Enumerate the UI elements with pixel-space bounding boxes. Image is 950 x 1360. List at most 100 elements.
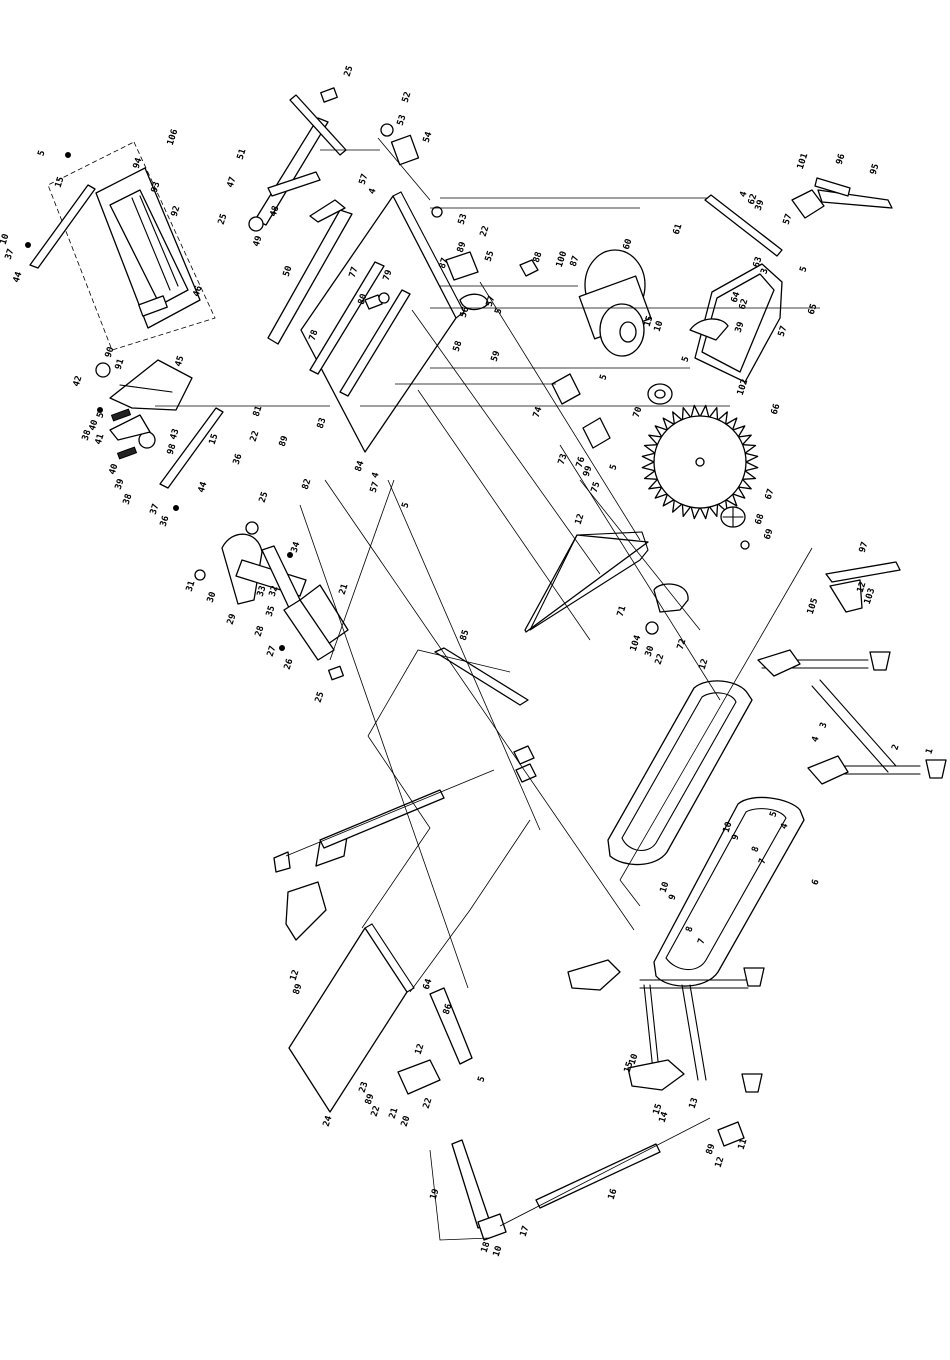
part-callout-21: 21 (388, 1107, 401, 1120)
part-callout-50: 50 (282, 265, 295, 278)
part-callout-35: 35 (265, 605, 278, 618)
part-callout-62: 62 (738, 298, 751, 311)
part-callout-75: 75 (590, 481, 603, 494)
part-callout-6: 6 (811, 878, 822, 886)
part-callout-15: 15 (643, 315, 656, 328)
part-callout-22: 22 (654, 653, 667, 666)
part-callout-5: 5 (769, 810, 780, 818)
part-callout-73: 73 (557, 453, 570, 466)
part-callout-18: 18 (480, 1241, 493, 1254)
part-callout-20: 20 (400, 1115, 413, 1128)
part-callout-15: 15 (54, 176, 67, 189)
part-callout-5: 5 (609, 463, 620, 471)
part-callout-89: 89 (456, 241, 469, 254)
part-callout-102: 102 (736, 378, 751, 397)
part-callout-3: 3 (819, 721, 830, 729)
part-callout-57: 57 (369, 481, 382, 494)
part-callout-58: 58 (452, 340, 465, 353)
part-callout-37: 37 (4, 248, 17, 261)
part-callout-22: 22 (479, 225, 492, 238)
part-callout-72: 72 (676, 638, 689, 651)
part-callout-14: 14 (658, 1110, 671, 1124)
part-callout-4: 4 (780, 822, 791, 831)
part-callout-62: 62 (747, 193, 760, 206)
part-callout-85: 85 (459, 629, 472, 642)
part-callout-25: 25 (314, 691, 327, 704)
part-callout-10: 10 (722, 821, 735, 834)
part-callout-4: 4 (739, 190, 750, 199)
part-callout-39: 39 (754, 199, 767, 212)
rip-fence-assembly (248, 87, 465, 453)
part-callout-70: 70 (632, 406, 645, 419)
part-callout-87: 87 (569, 255, 582, 268)
part-callout-16: 16 (607, 1188, 620, 1201)
part-callout-79: 79 (382, 269, 395, 282)
part-callout-28: 28 (254, 625, 267, 638)
part-callout-38: 38 (122, 493, 135, 506)
blade-guard-assembly (25, 141, 224, 511)
part-callout-25: 25 (217, 213, 230, 226)
part-callout-80: 80 (357, 293, 370, 306)
part-callout-101: 101 (796, 152, 811, 171)
part-callout-44: 44 (197, 480, 210, 494)
part-callout-47: 47 (226, 176, 239, 189)
part-callout-7: 7 (758, 857, 769, 865)
part-callout-69: 69 (763, 528, 776, 541)
part-callout-68: 68 (754, 513, 767, 526)
part-callout-12: 12 (856, 581, 869, 594)
motor-assembly (445, 177, 893, 550)
part-callout-60: 60 (622, 238, 635, 251)
part-callout-24: 24 (322, 1114, 335, 1128)
part-callout-10: 10 (653, 320, 666, 333)
part-callout-40: 40 (88, 419, 101, 432)
part-callout-39: 39 (734, 321, 747, 334)
part-callout-53: 53 (396, 114, 409, 127)
part-callout-77: 77 (348, 266, 361, 279)
part-callout-7: 7 (697, 937, 708, 945)
part-callout-2: 2 (891, 743, 902, 751)
part-callout-5: 5 (599, 373, 610, 381)
part-callout-57: 57 (782, 213, 795, 226)
part-callout-37: 37 (149, 503, 162, 516)
part-callout-105: 105 (806, 597, 821, 616)
part-callout-21: 21 (338, 583, 351, 596)
part-callout-4: 4 (811, 735, 822, 744)
part-callout-5: 5 (477, 1075, 488, 1083)
leader-lines (155, 137, 820, 1241)
part-callout-34: 34 (290, 540, 303, 554)
part-callout-12: 12 (289, 969, 302, 982)
part-callout-92: 92 (170, 205, 183, 218)
miter-gauge-assembly (194, 521, 349, 681)
part-callout-8: 8 (751, 845, 762, 853)
part-callout-49: 49 (252, 235, 265, 248)
part-callout-5: 5 (681, 355, 692, 363)
part-callout-82: 82 (301, 478, 314, 491)
part-callout-5: 5 (37, 149, 48, 157)
part-callout-84: 84 (354, 459, 367, 473)
part-callout-11: 11 (737, 1138, 750, 1151)
part-callout-10: 10 (0, 233, 12, 246)
part-callout-25: 25 (258, 491, 271, 504)
part-callout-94: 94 (132, 156, 145, 170)
part-callout-98: 98 (166, 443, 179, 456)
part-callout-22: 22 (422, 1097, 435, 1110)
part-callout-91: 91 (114, 358, 127, 371)
part-callout-12: 12 (414, 1043, 427, 1056)
part-callout-83: 83 (316, 417, 329, 430)
part-callout-81: 81 (252, 405, 265, 418)
part-callout-106: 106 (166, 128, 181, 147)
part-callout-95: 95 (869, 163, 882, 176)
part-callout-22: 22 (370, 1105, 383, 1118)
part-callout-46: 46 (192, 285, 205, 298)
part-callout-39: 39 (114, 478, 127, 491)
part-callout-57: 57 (485, 295, 498, 308)
part-callout-10: 10 (628, 1053, 641, 1066)
part-callout-29: 29 (226, 613, 239, 626)
part-callout-48: 48 (269, 205, 282, 218)
part-callout-97: 97 (858, 541, 871, 554)
part-callout-10: 10 (659, 881, 672, 894)
part-callout-54: 54 (422, 130, 435, 144)
part-callout-61: 61 (672, 223, 685, 236)
